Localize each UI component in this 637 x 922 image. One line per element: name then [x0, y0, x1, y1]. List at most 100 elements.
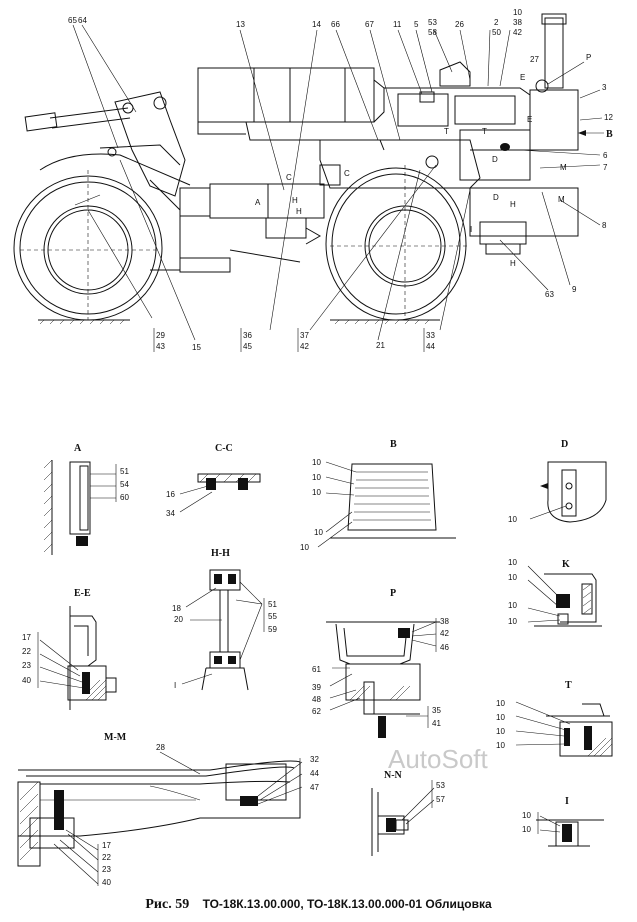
callout-63: 63 [545, 290, 554, 299]
callout-13: 13 [236, 20, 245, 29]
callout-44: 44 [426, 342, 435, 351]
detail-K-label-10c: 10 [508, 601, 517, 610]
detail-MM-label-32: 32 [310, 755, 319, 764]
detail-HH-title: H-H [211, 548, 230, 559]
detail-NN: N-N 53 57 [371, 770, 445, 856]
callout-P: P [586, 53, 591, 62]
callout-21: 21 [376, 341, 385, 350]
detail-NN-label-53: 53 [436, 781, 445, 790]
detail-HH-label-18: 18 [172, 604, 181, 613]
front-wheel [325, 165, 470, 321]
detail-P-label-61: 61 [312, 665, 321, 674]
view-mark-D1: D [492, 155, 498, 164]
detail-B-label-10a: 10 [312, 458, 321, 467]
callout-43: 43 [156, 342, 165, 351]
detail-A-label-60: 60 [120, 493, 129, 502]
view-mark-M2: M [558, 195, 565, 204]
detail-EE-title: E-E [74, 588, 91, 599]
detail-P-label-62: 62 [312, 707, 321, 716]
figure-caption: Рис. 59 ТО-18К.13.00.000, ТО-18К.13.00.0… [0, 897, 637, 913]
detail-MM-label-47: 47 [310, 783, 319, 792]
figure-number: Рис. 59 [145, 897, 190, 912]
callout-67: 67 [365, 20, 374, 29]
detail-A-title: A [74, 443, 82, 454]
view-mark-H: H [292, 196, 298, 205]
callout-27: 27 [530, 55, 539, 64]
detail-D-label-10: 10 [508, 515, 517, 524]
view-mark-T2: T [482, 127, 487, 136]
detail-EE: E-E 17 22 23 40 [22, 588, 117, 710]
view-mark-E2: E [527, 115, 532, 124]
view-mark-H3: H [510, 200, 516, 209]
view-mark-M1: M [560, 163, 567, 172]
callout-14: 14 [312, 20, 321, 29]
callout-leaders [72, 24, 604, 341]
detail-CC-label-16: 16 [166, 490, 175, 499]
detail-P: P 38 42 46 61 39 48 62 35 41 [312, 588, 449, 738]
callout-29: 29 [156, 331, 165, 340]
view-mark-H2: H [296, 207, 302, 216]
detail-T: T 10 10 10 10 [496, 680, 613, 757]
callout-58: 58 [428, 28, 437, 37]
watermark-text: AutoSoft [388, 744, 489, 774]
callout-B: B [606, 129, 613, 140]
callout-65: 65 [68, 16, 77, 25]
callout-45: 45 [243, 342, 252, 351]
callout-7: 7 [603, 163, 608, 172]
callout-11: 11 [393, 20, 402, 29]
detail-MM-label-28: 28 [156, 743, 165, 752]
detail-EE-label-40: 40 [22, 676, 31, 685]
view-mark-D2: D [493, 193, 499, 202]
assembly-drawing: 65 64 13 14 66 67 11 5 53 58 26 2 50 10 … [13, 8, 613, 887]
main-callout-labels: 65 64 13 14 66 67 11 5 53 58 26 2 50 10 … [68, 8, 613, 352]
detail-P-label-39: 39 [312, 683, 321, 692]
callout-8: 8 [602, 221, 607, 230]
detail-MM: M-M 28 32 44 47 17 22 23 40 [17, 732, 319, 887]
detail-P-label-46: 46 [440, 643, 449, 652]
callout-12: 12 [604, 113, 613, 122]
callout-36: 36 [243, 331, 252, 340]
main-tractor-view: 65 64 13 14 66 67 11 5 53 58 26 2 50 10 … [13, 8, 613, 352]
detail-D: D 10 [508, 439, 607, 524]
callout-15: 15 [192, 343, 201, 352]
detail-A: A 51 54 60 [43, 443, 129, 555]
detail-MM-title: M-M [104, 732, 127, 743]
callout-5: 5 [414, 20, 419, 29]
callout-6: 6 [603, 151, 608, 160]
callout-10: 10 [513, 8, 522, 17]
detail-P-title: P [390, 588, 396, 599]
callout-9: 9 [572, 285, 577, 294]
detail-A-label-54: 54 [120, 480, 129, 489]
callout-33: 33 [426, 331, 435, 340]
detail-EE-label-22: 22 [22, 647, 31, 656]
detail-B-title: B [390, 439, 397, 450]
detail-B-label-10e: 10 [300, 543, 309, 552]
detail-P-label-48: 48 [312, 695, 321, 704]
detail-HH-label-59: 59 [268, 625, 277, 634]
detail-HH-label-I: I [174, 681, 176, 690]
callout-26: 26 [455, 20, 464, 29]
detail-T-label-10a: 10 [496, 699, 505, 708]
detail-MM-label-17: 17 [102, 841, 111, 850]
detail-P-label-35: 35 [432, 706, 441, 715]
detail-I-label-10b: 10 [522, 825, 531, 834]
detail-MM-label-23: 23 [102, 865, 111, 874]
detail-HH-label-55: 55 [268, 612, 277, 621]
rear-wheel [13, 170, 163, 321]
detail-CC-label-34: 34 [166, 509, 175, 518]
loader-arm [24, 91, 191, 271]
figure-title: ТО-18К.13.00.000, ТО-18К.13.00.000-01 Об… [202, 897, 492, 911]
detail-T-label-10c: 10 [496, 727, 505, 736]
detail-P-label-38: 38 [440, 617, 449, 626]
detail-HH-label-51: 51 [268, 600, 277, 609]
detail-HH-label-20: 20 [174, 615, 183, 624]
detail-B-label-10b: 10 [312, 473, 321, 482]
detail-I: I 10 10 [522, 796, 604, 847]
detail-MM-label-44: 44 [310, 769, 319, 778]
detail-B-label-10c: 10 [312, 488, 321, 497]
detail-K-label-10d: 10 [508, 617, 517, 626]
callout-53: 53 [428, 18, 437, 27]
detail-K-label-10a: 10 [508, 558, 517, 567]
detail-CC-title: C-C [215, 443, 233, 454]
view-mark-E1: E [520, 73, 525, 82]
